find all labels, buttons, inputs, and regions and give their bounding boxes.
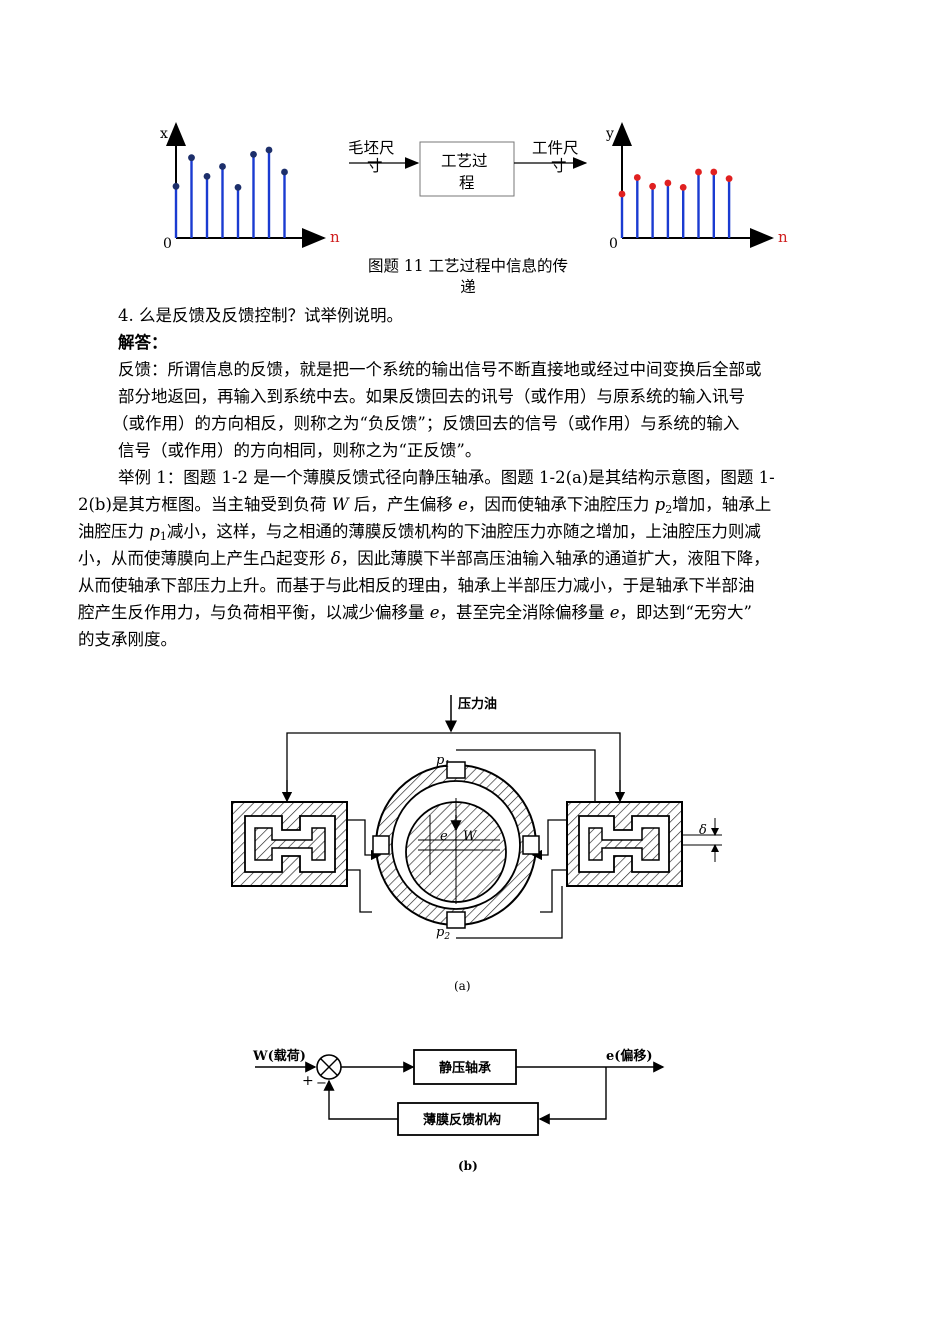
- para2-line6: 腔产生反作用力，与负荷相平衡，以减少偏移量 e，甚至完全消除偏移量 e，即达到“…: [78, 603, 752, 622]
- plus-sign: +: [302, 1073, 314, 1089]
- left-n-label: n: [330, 228, 340, 246]
- left-origin: 0: [163, 236, 172, 252]
- left-point-3: [203, 173, 211, 180]
- para2-line2: 2(b)是其方框图。当主轴受到负荷 W 后，产生偏移 e，因而使轴承下油腔压力 …: [78, 495, 772, 516]
- left-point-2: [188, 154, 195, 162]
- left-point-5: [234, 184, 242, 191]
- right-point-8: [725, 175, 733, 183]
- membrane-feedback-label: 薄膜反馈机构: [423, 1112, 501, 1128]
- right-point-5: [679, 184, 687, 191]
- right-point-6: [695, 168, 702, 176]
- left-point-7: [265, 146, 273, 154]
- pressure-oil-label: 压力油: [458, 696, 497, 712]
- bearing: [372, 761, 540, 929]
- delta-label: δ: [699, 823, 707, 838]
- figure-b-caption: (b): [458, 1159, 478, 1173]
- para2-line3: 油腔压力 p1减小，这样，与之相通的薄膜反馈机构的下油腔压力亦随之增加，上油腔压…: [78, 522, 761, 543]
- right-point-4: [664, 179, 672, 187]
- p2-label: p2: [436, 925, 450, 942]
- left-point-4: [219, 163, 226, 170]
- left-membrane-block: [231, 801, 348, 887]
- left-y-label: x: [160, 126, 168, 142]
- question-4: 4. 么是反馈及反馈控制？试举例说明。: [118, 306, 403, 325]
- right-point-7: [710, 168, 718, 176]
- para1-line1: 反馈：所谓信息的反馈，就是把一个系统的输出信号不断直接地或经过中间变换后全部或: [118, 360, 762, 379]
- W-label: W: [463, 829, 478, 844]
- para1-line2: 部分地返回，再输入到系统中去。如果反馈回去的讯号（或作用）与原系统的输入讯号: [118, 387, 745, 406]
- input-label-line2: 寸: [367, 157, 383, 175]
- right-membrane-block: [566, 801, 683, 887]
- output-label-line1: 工件尺: [532, 139, 579, 157]
- right-y-label: y: [605, 126, 614, 142]
- right-origin: 0: [609, 236, 618, 252]
- left-point-1: [172, 182, 180, 190]
- process-label-line1: 工艺过: [441, 152, 488, 170]
- para2-line1: 举例 1：图题 1-2 是一个薄膜反馈式径向静压轴承。图题 1-2(a)是其结构…: [118, 468, 775, 487]
- left-stem-plot: [172, 146, 288, 238]
- para2-line7: 的支承刚度。: [78, 630, 177, 649]
- process-label-line2: 程: [459, 174, 475, 192]
- figure-a-bearing-schematic: 压力油 e W p1 p2 δ (a): [231, 695, 722, 993]
- left-point-6: [250, 151, 257, 158]
- figure-11: x 0 n y 0 n 毛坯尺 寸 工艺过 程 工件尺 寸: [160, 122, 788, 252]
- para2-line5: 从而使轴承下部压力上升。而基于与此相反的理由，轴承上半部压力减小，于是轴承下半部…: [78, 576, 755, 595]
- minus-sign: −: [316, 1076, 327, 1091]
- para1-line3: （或作用）的方向相反，则称之为“负反馈”；反馈回去的信号（或作用）与系统的输入: [112, 414, 740, 433]
- right-point-2: [633, 174, 641, 181]
- left-point-8: [281, 168, 288, 176]
- output-e-label: e(偏移): [606, 1048, 653, 1064]
- membrane-feedback-block: [397, 1102, 539, 1136]
- right-stem-plot: [618, 168, 733, 238]
- para2-line4: 小，从而使薄膜向上产生凸起变形 δ，因此薄膜下半部高压油输入轴承的通道扩大，液阻…: [78, 549, 770, 568]
- right-n-label: n: [778, 228, 788, 246]
- right-point-1: [618, 190, 626, 198]
- input-label-line1: 毛坯尺: [348, 139, 395, 157]
- right-point-3: [649, 182, 656, 190]
- output-label-line2: 寸: [551, 157, 567, 175]
- process-box: [419, 141, 515, 197]
- caption-line1: 图题 11 工艺过程中信息的传: [367, 257, 569, 275]
- input-W-label: W(载荷): [252, 1048, 306, 1064]
- figure-11-caption: 图题 11 工艺过程中信息的传 递: [338, 256, 598, 298]
- para1-line4: 信号（或作用）的方向相同，则称之为“正反馈”。: [118, 441, 482, 460]
- oil-supply-line: [286, 732, 621, 800]
- figure-a-caption: (a): [454, 979, 471, 993]
- caption-line2: 递: [460, 278, 476, 296]
- answer-label: 解答：: [118, 333, 168, 352]
- bearing-block-label: 静压轴承: [439, 1060, 491, 1076]
- figure-b-block-diagram: W(载荷) + − 静压轴承 e(偏移) 薄膜反馈机构 (b): [252, 1048, 665, 1173]
- p1-label: p1: [436, 753, 450, 770]
- e-label: e: [440, 829, 448, 844]
